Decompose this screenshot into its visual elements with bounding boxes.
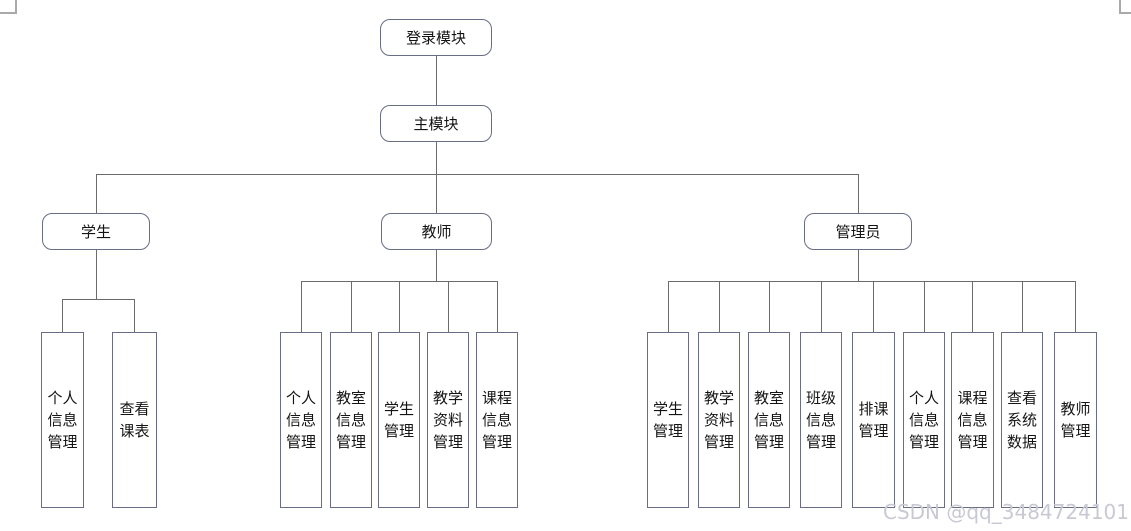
connector [436,250,437,281]
connector [924,281,925,332]
connector [96,250,97,299]
leaf-label: 个人信息管理 [286,389,317,451]
node-login-module: 登录模块 [380,19,492,56]
leaf-admin-class-info: 班级信息管理 [800,332,842,508]
connector [668,281,669,332]
node-admin: 管理员 [804,213,912,250]
leaf-label: 个人信息管理 [909,389,940,451]
leaf-label: 学生管理 [653,400,684,440]
leaf-label: 课程信息管理 [482,389,513,451]
leaf-teacher-student-mgmt: 学生管理 [378,332,420,508]
connector [436,55,437,105]
leaf-label: 学生管理 [384,400,415,440]
connector [436,174,437,213]
connector [399,281,400,332]
connector [96,174,858,175]
connector [719,281,720,332]
connector [1022,281,1023,332]
leaf-label: 个人信息管理 [47,389,78,451]
connector [134,299,135,332]
connector [448,281,449,332]
leaf-teacher-course-info: 课程信息管理 [476,332,518,508]
frame-corner-mark [1119,0,1121,14]
leaf-admin-view-system-data: 查看系统数据 [1001,332,1043,508]
leaf-admin-course-info: 课程信息管理 [951,332,994,508]
connector [668,281,1075,282]
connector [351,281,352,332]
connector [1075,281,1076,332]
leaf-label: 排课管理 [858,400,889,440]
leaf-teacher-classroom-info: 教室信息管理 [330,332,372,508]
connector [497,281,498,332]
leaf-label: 教室信息管理 [336,389,367,451]
watermark: CSDN @qq_3484724101 [882,500,1129,524]
connector [301,281,302,332]
leaf-admin-scheduling: 排课管理 [852,332,895,508]
node-main-module: 主模块 [380,105,492,142]
connector [873,281,874,332]
frame-corner-mark [1119,12,1131,14]
connector [769,281,770,332]
leaf-label: 教师管理 [1060,400,1091,440]
connector [436,141,437,175]
leaf-teacher-personal-info: 个人信息管理 [280,332,322,508]
leaf-label: 查看课表 [119,400,150,440]
leaf-student-view-timetable: 查看课表 [112,332,157,508]
leaf-label: 教室信息管理 [754,389,785,451]
node-teacher: 教师 [381,213,492,250]
connector [62,299,63,332]
leaf-teacher-teaching-materials: 教学资料管理 [427,332,469,508]
frame-corner-mark [15,0,17,14]
leaf-label: 班级信息管理 [806,389,837,451]
connector [821,281,822,332]
leaf-admin-teaching-materials: 教学资料管理 [698,332,740,508]
leaf-label: 教学资料管理 [704,389,735,451]
leaf-label: 课程信息管理 [957,389,988,451]
leaf-admin-student-mgmt: 学生管理 [647,332,689,508]
leaf-label: 教学资料管理 [433,389,464,451]
leaf-admin-teacher-mgmt: 教师管理 [1054,332,1097,508]
connector [858,174,859,213]
leaf-student-personal-info: 个人信息管理 [41,332,84,508]
connector [62,299,134,300]
connector [972,281,973,332]
leaf-label: 查看系统数据 [1007,389,1038,451]
node-student: 学生 [42,213,150,250]
connector [858,250,859,281]
leaf-admin-personal-info: 个人信息管理 [903,332,945,508]
connector [96,174,97,213]
frame-corner-mark [0,12,17,14]
leaf-admin-classroom-info: 教室信息管理 [748,332,790,508]
